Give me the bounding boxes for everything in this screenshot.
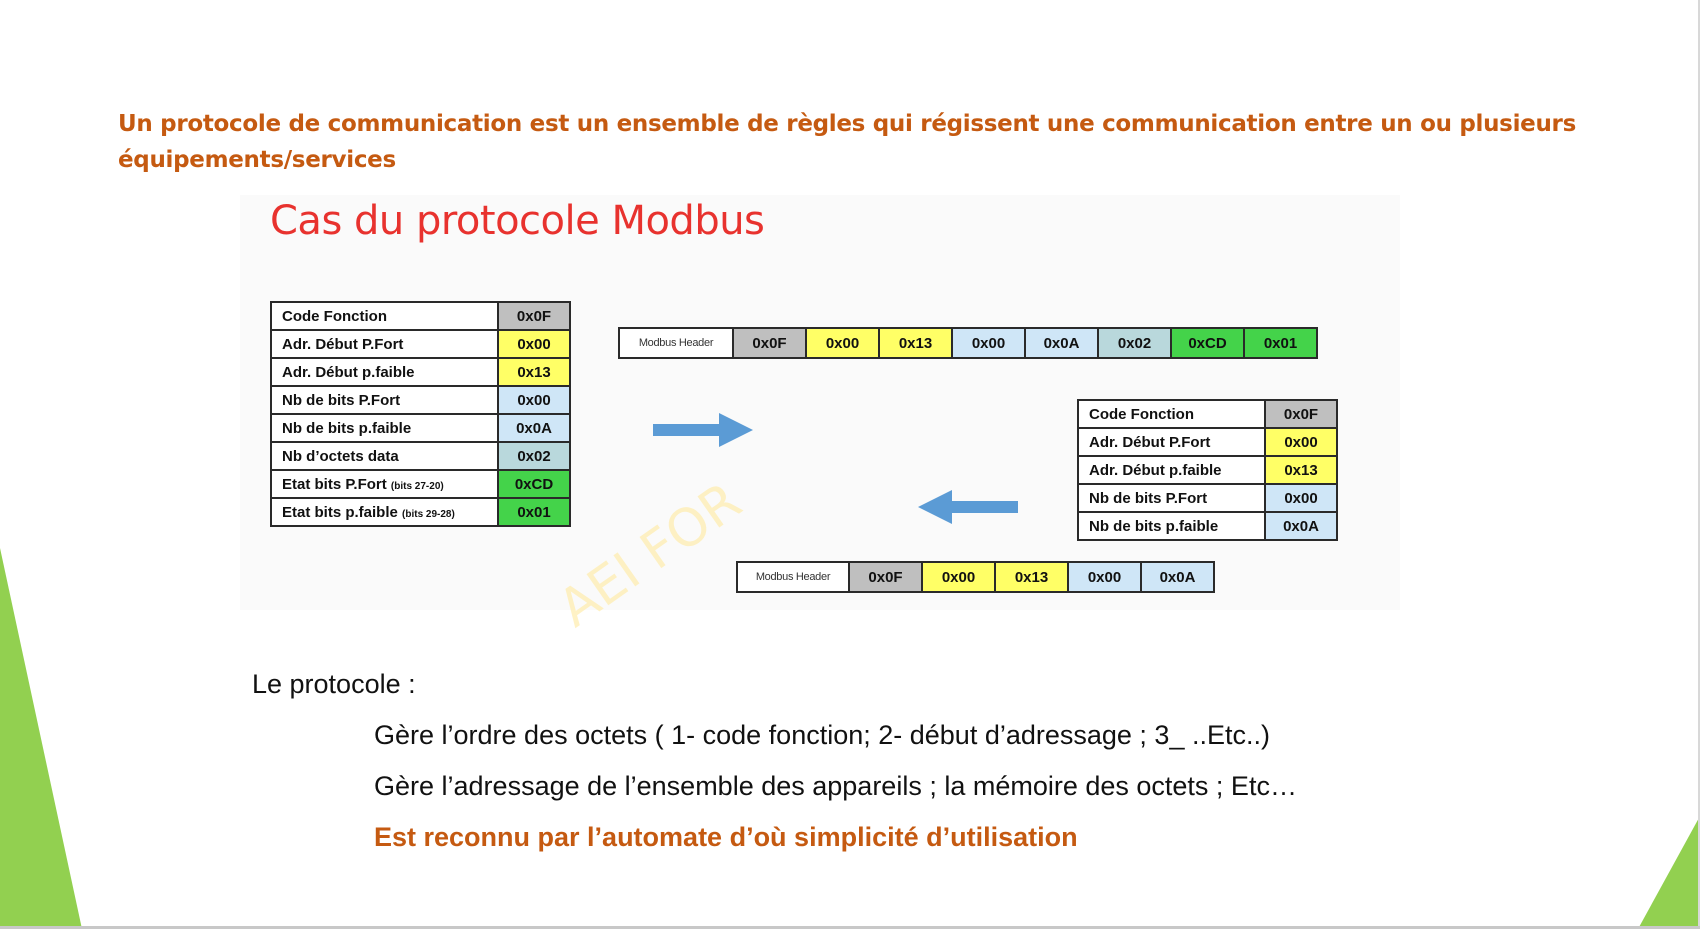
register-label: Adr. Début P.Fort [270, 329, 499, 359]
register-label: Nb d’octets data [270, 441, 499, 471]
register-label-text: Nb de bits p.faible [1089, 517, 1219, 535]
register-value: 0x02 [497, 441, 571, 471]
arrow-right-icon [653, 413, 753, 447]
figure-title: Cas du protocole Modbus [270, 198, 765, 244]
register-row: Etat bits P.Fort (bits 27-20)0xCD [270, 469, 571, 499]
register-label: Nb de bits P.Fort [270, 385, 499, 415]
register-label-text: Adr. Début P.Fort [1089, 433, 1211, 451]
register-row: Adr. Début p.faible 0x13 [1077, 455, 1338, 485]
register-row: Adr. Début P.Fort 0x00 [1077, 427, 1338, 457]
register-label-text: Code Fonction [282, 307, 387, 325]
register-value: 0x00 [1264, 483, 1338, 513]
register-row: Etat bits p.faible (bits 29-28)0x01 [270, 497, 571, 527]
register-row: Nb de bits P.Fort 0x00 [270, 385, 571, 415]
register-row: Code Fonction 0x0F [1077, 399, 1338, 429]
register-label: Adr. Début P.Fort [1077, 427, 1266, 457]
intro-definition: Un protocole de communication est un ens… [118, 111, 1576, 173]
frame-byte: 0x13 [880, 329, 951, 357]
register-label: Code Fonction [1077, 399, 1266, 429]
register-label: Code Fonction [270, 301, 499, 331]
register-label-text: Nb de bits p.faible [282, 419, 412, 437]
frame-byte: 0x00 [953, 329, 1024, 357]
register-row: Nb de bits p.faible 0x0A [270, 413, 571, 443]
frame-byte: 0x0F [850, 563, 921, 591]
protocol-point-recognized: Est reconnu par l’automate d’où simplici… [374, 822, 1078, 852]
slide-edge-right [1698, 0, 1700, 929]
register-row: Adr. Début P.Fort 0x00 [270, 329, 571, 359]
frame-byte: 0x00 [923, 563, 994, 591]
register-value: 0x0F [1264, 399, 1338, 429]
register-label-text: Nb d’octets data [282, 447, 399, 465]
frame-byte: 0x0A [1142, 563, 1213, 591]
register-value: 0x13 [497, 357, 571, 387]
register-bit-range: (bits 27-20) [390, 480, 444, 492]
register-value: 0x00 [497, 329, 571, 359]
arrow-left-icon [918, 490, 1018, 524]
register-value: 0x0F [497, 301, 571, 331]
register-label-text: Code Fonction [1089, 405, 1194, 423]
register-label: Nb de bits p.faible [1077, 511, 1266, 541]
register-label-text: Nb de bits P.Fort [1089, 489, 1208, 507]
register-label-text: Etat bits P.Fort [282, 475, 387, 493]
register-value: 0x0A [497, 413, 571, 443]
register-label-text: Adr. Début p.faible [282, 363, 415, 381]
frame-byte: 0x02 [1099, 329, 1170, 357]
frame-byte: 0x00 [807, 329, 878, 357]
modbus-header-label: Modbus Header [618, 327, 734, 359]
register-label-text: Nb de bits P.Fort [282, 391, 401, 409]
frame-byte: 0x0A [1026, 329, 1097, 357]
register-row: Nb de bits P.Fort 0x00 [1077, 483, 1338, 513]
register-row: Adr. Début p.faible 0x13 [270, 357, 571, 387]
frame-byte: 0x01 [1245, 329, 1316, 357]
green-triangle-right [1638, 816, 1700, 929]
frame-byte: 0x00 [1069, 563, 1140, 591]
register-value: 0x01 [497, 497, 571, 527]
register-value: 0x00 [497, 385, 571, 415]
register-bit-range: (bits 29-28) [402, 508, 455, 520]
register-label-text: Adr. Début P.Fort [282, 335, 404, 353]
register-value: 0x0A [1264, 511, 1338, 541]
protocol-point-addressing: Gère l’adressage de l’ensemble des appar… [374, 771, 1297, 801]
register-value: 0x13 [1264, 455, 1338, 485]
register-row: Nb de bits p.faible 0x0A [1077, 511, 1338, 541]
register-value: 0x00 [1264, 427, 1338, 457]
register-row: Code Fonction 0x0F [270, 301, 571, 331]
slide-edge-bottom [0, 926, 1700, 929]
register-label-text: Etat bits p.faible [282, 503, 398, 521]
modbus-header-label: Modbus Header [736, 561, 850, 593]
register-row: Nb d’octets data 0x02 [270, 441, 571, 471]
frame-byte: 0x13 [996, 563, 1067, 591]
register-label: Adr. Début p.faible [270, 357, 499, 387]
frame-byte: 0x0F [734, 329, 805, 357]
protocol-lead: Le protocole : [252, 669, 416, 699]
register-value: 0xCD [497, 469, 571, 499]
frame-byte: 0xCD [1172, 329, 1243, 357]
register-label: Etat bits p.faible (bits 29-28) [270, 497, 499, 527]
register-label: Nb de bits P.Fort [1077, 483, 1266, 513]
register-label: Nb de bits p.faible [270, 413, 499, 443]
protocol-point-order: Gère l’ordre des octets ( 1- code foncti… [374, 720, 1270, 750]
register-label: Etat bits P.Fort (bits 27-20) [270, 469, 499, 499]
register-label-text: Adr. Début p.faible [1089, 461, 1222, 479]
green-triangle-left [0, 548, 82, 929]
register-label: Adr. Début p.faible [1077, 455, 1266, 485]
